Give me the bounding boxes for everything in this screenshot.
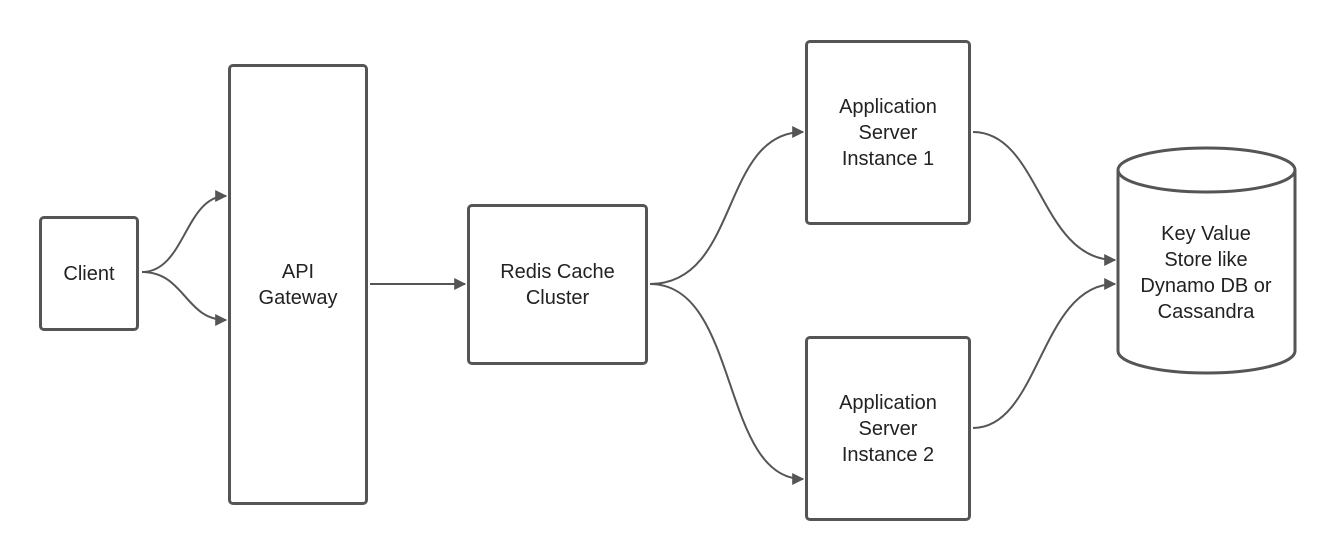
app-server-2-label: Application Server Instance 2 (839, 391, 937, 466)
api-gateway-label: API Gateway (258, 260, 338, 309)
edge-redis-to-app1 (649, 126, 805, 285)
edge-client-to-gateway-bottom (141, 271, 228, 326)
client-node: Client (39, 216, 139, 331)
redis-cache-label: Redis Cache Cluster (500, 260, 615, 309)
app-server-2-node: Application Server Instance 2 (805, 336, 971, 521)
edge-redis-to-app2 (649, 283, 805, 485)
key-value-store-node: Key Value Store like Dynamo DB or Cassan… (1117, 178, 1295, 368)
app-server-1-node: Application Server Instance 1 (805, 40, 971, 225)
app-server-1-label: Application Server Instance 1 (839, 95, 937, 170)
api-gateway-node: API Gateway (228, 64, 368, 505)
edge-app1-to-kvstore (972, 131, 1117, 266)
redis-cache-node: Redis Cache Cluster (467, 204, 648, 365)
client-label: Client (63, 262, 115, 285)
key-value-store-cylinder (1116, 146, 1297, 375)
key-value-store-label: Key Value Store like Dynamo DB or Cassan… (1140, 223, 1272, 323)
edge-app2-to-kvstore (972, 278, 1117, 429)
edge-client-to-gateway-top (141, 190, 228, 273)
